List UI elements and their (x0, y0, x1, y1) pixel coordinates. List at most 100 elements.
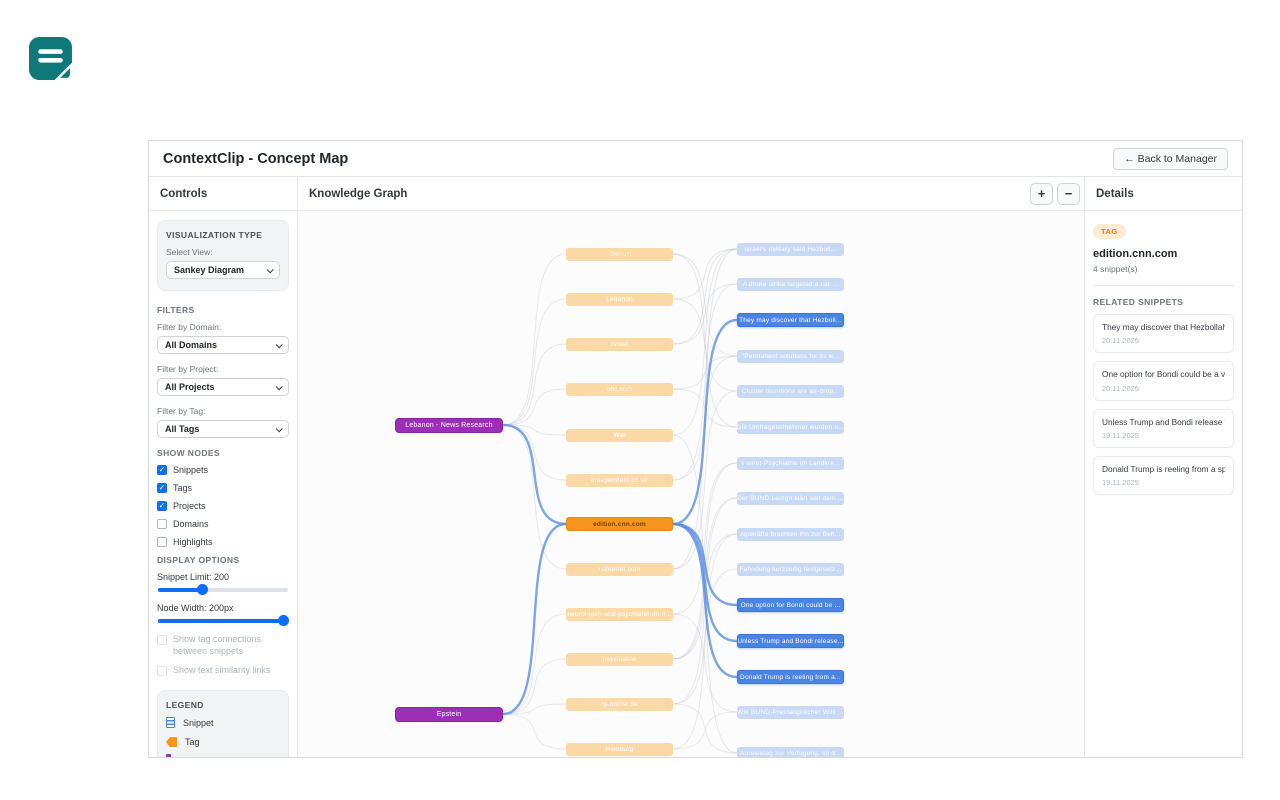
tag-node[interactable]: neurologen-und-psychiater-im-n... (566, 607, 673, 621)
snippet-node[interactable]: s einer Psychiatrie im Landkre... (737, 456, 844, 470)
project-node[interactable]: Epstein (395, 706, 503, 722)
snippet-count: 4 snippet(s) (1093, 264, 1138, 274)
checkbox-label: Highlights (173, 537, 213, 547)
checkbox[interactable] (157, 537, 167, 547)
snippet-node[interactable]: Wie BUND-Pressesprecher Willi ... (737, 705, 844, 719)
selected-node-title: edition.cnn.com (1093, 248, 1178, 260)
knowledge-graph-title: Knowledge Graph (309, 187, 408, 200)
snippet-node[interactable]: ngskräfte brachten ihn zur Beh... (737, 527, 844, 541)
snippet-text: One option for Bondi could be a vast doc… (1102, 369, 1225, 380)
checkbox-label: Tags (173, 483, 193, 493)
filter-select-value: All Domains (165, 340, 218, 350)
legend-item-snippet: Snippet (166, 717, 280, 729)
related-snippets-label: RELATED SNIPPETS (1093, 297, 1184, 307)
snippet-node[interactable]: Anreisetag zur Verfügung, so d... (737, 746, 844, 757)
snippet-text: Unless Trump and Bondi release the Epste… (1102, 416, 1225, 427)
controls-header: Controls (149, 177, 297, 211)
snippet-node[interactable]: They may discover that Hezboll... (737, 313, 844, 327)
checkbox[interactable]: ✓ (157, 465, 167, 475)
filter-select[interactable]: All Tags (157, 420, 289, 438)
checkbox[interactable]: ✓ (157, 501, 167, 511)
display-options-section-label: DISPLAY OPTIONS (157, 555, 240, 565)
slider-thumb[interactable] (277, 615, 289, 626)
slider-fill (158, 588, 203, 592)
disabled-option: Show tag connections between snippets (157, 634, 289, 657)
chevron-down-icon (275, 382, 283, 390)
snippet-node[interactable]: Unless Trump and Bondi release... (737, 634, 844, 648)
details-header: Details (1085, 177, 1242, 211)
slider-thumb[interactable] (197, 584, 209, 595)
tag-node[interactable]: bbc.com (566, 382, 673, 396)
snippet-node[interactable]: "Permanent solutions for its w... (737, 349, 844, 363)
related-snippet-card[interactable]: They may discover that Hezbollah, its le… (1093, 314, 1234, 354)
slider-label: Snippet Limit: 200 (157, 572, 230, 582)
zoom-out-button[interactable]: − (1057, 182, 1080, 205)
filter-select[interactable]: All Domains (157, 336, 289, 354)
graph-panel: Knowledge Graph + − Lebanon - News Resea… (298, 177, 1084, 757)
snippet-node[interactable]: Cluster munitions are air-drop... (737, 384, 844, 398)
tag-node[interactable]: Hamburg (566, 742, 673, 756)
select-view-label: Select View: (166, 247, 213, 257)
snippet-node[interactable]: Fahndung kurzzeitig festgesetz... (737, 562, 844, 576)
tag-node[interactable]: edition.cnn.com (566, 517, 673, 531)
tag-node[interactable]: naharnet.com (566, 562, 673, 576)
filter-group: Filter by Tag: All Tags (157, 406, 289, 438)
snippet-node[interactable]: A drone strike targeted a car ... (737, 277, 844, 291)
legend-label: Tag (185, 737, 200, 748)
checkbox[interactable] (157, 519, 167, 529)
project-node[interactable]: Lebanon - News Research (395, 417, 503, 433)
filter-select-value: All Projects (165, 382, 215, 392)
tag-icon (166, 737, 177, 748)
snippet-node[interactable]: Die Umfrageteilnehmer wurden u... (737, 420, 844, 434)
snippet-node[interactable]: One option for Bondi could be ... (737, 598, 844, 612)
filter-select-value: All Tags (165, 424, 200, 434)
filters-section-label: FILTERS (157, 305, 195, 315)
back-to-manager-button[interactable]: ← Back to Manager (1113, 147, 1228, 170)
show-nodes-section-label: SHOW NODES (157, 448, 221, 458)
tag-type-badge: TAG (1093, 224, 1126, 239)
contextclip-logo-icon[interactable] (28, 36, 73, 81)
checkbox-row-tags[interactable]: ✓ Tags (157, 483, 289, 493)
slider-track[interactable] (158, 584, 288, 595)
tag-node[interactable]: Lebanon (566, 292, 673, 306)
checkbox-label: Projects (173, 501, 206, 511)
related-snippet-card[interactable]: Donald Trump is reeling from a spectacul… (1093, 456, 1234, 496)
legend-card: LEGEND SnippetTagProject (157, 690, 289, 757)
snippet-node[interactable]: Der BUND Lemgo klärt seit dem ... (737, 491, 844, 505)
checkbox[interactable]: ✓ (157, 483, 167, 493)
filter-label: Filter by Domain: (157, 322, 222, 332)
snippet-node[interactable]: Israel's military said Hezboll... (737, 242, 844, 256)
legend-label: Project (186, 756, 214, 757)
tag-node[interactable]: Israel (566, 337, 673, 351)
tag-node[interactable]: War (566, 428, 673, 442)
filter-label: Filter by Project: (157, 364, 219, 374)
tag-node[interactable]: independent.co.uk (566, 473, 673, 487)
filter-label: Filter by Tag: (157, 406, 206, 416)
checkbox-label: Domains (173, 519, 209, 529)
snippet-icon (166, 717, 175, 729)
checkbox-row-domains[interactable]: Domains (157, 519, 289, 529)
checkbox-row-projects[interactable]: ✓ Projects (157, 501, 289, 511)
related-snippet-card[interactable]: Unless Trump and Bondi release the Epste… (1093, 408, 1234, 449)
visualization-type-card: VISUALIZATION TYPE Select View: Sankey D… (157, 220, 289, 291)
zoom-in-button[interactable]: + (1030, 182, 1053, 205)
view-select-value: Sankey Diagram (174, 265, 245, 275)
visualization-type-title: VISUALIZATION TYPE (166, 230, 263, 240)
checkbox-row-snippets[interactable]: ✓Snippets (157, 465, 289, 475)
snippet-text: They may discover that Hezbollah, its le… (1102, 322, 1225, 332)
checkbox-disabled (157, 635, 167, 645)
tag-node[interactable]: rp-online.de (566, 697, 673, 711)
divider (1093, 285, 1234, 286)
checkbox-row-highlights[interactable]: Highlights (157, 537, 289, 547)
checkbox-disabled (157, 666, 167, 677)
view-select[interactable]: Sankey Diagram (166, 261, 280, 279)
legend-title: LEGEND (166, 700, 204, 711)
snippet-node[interactable]: Donald Trump is reeling from a... (737, 670, 844, 684)
slider-group: Node Width: 200px (157, 603, 289, 626)
related-snippet-card[interactable]: One option for Bondi could be a vast doc… (1093, 361, 1234, 401)
slider-track[interactable] (158, 615, 289, 626)
filter-select[interactable]: All Projects (157, 378, 289, 396)
tag-node[interactable]: psychiatrie (566, 652, 673, 666)
tag-node[interactable]: Beirut (566, 247, 673, 261)
